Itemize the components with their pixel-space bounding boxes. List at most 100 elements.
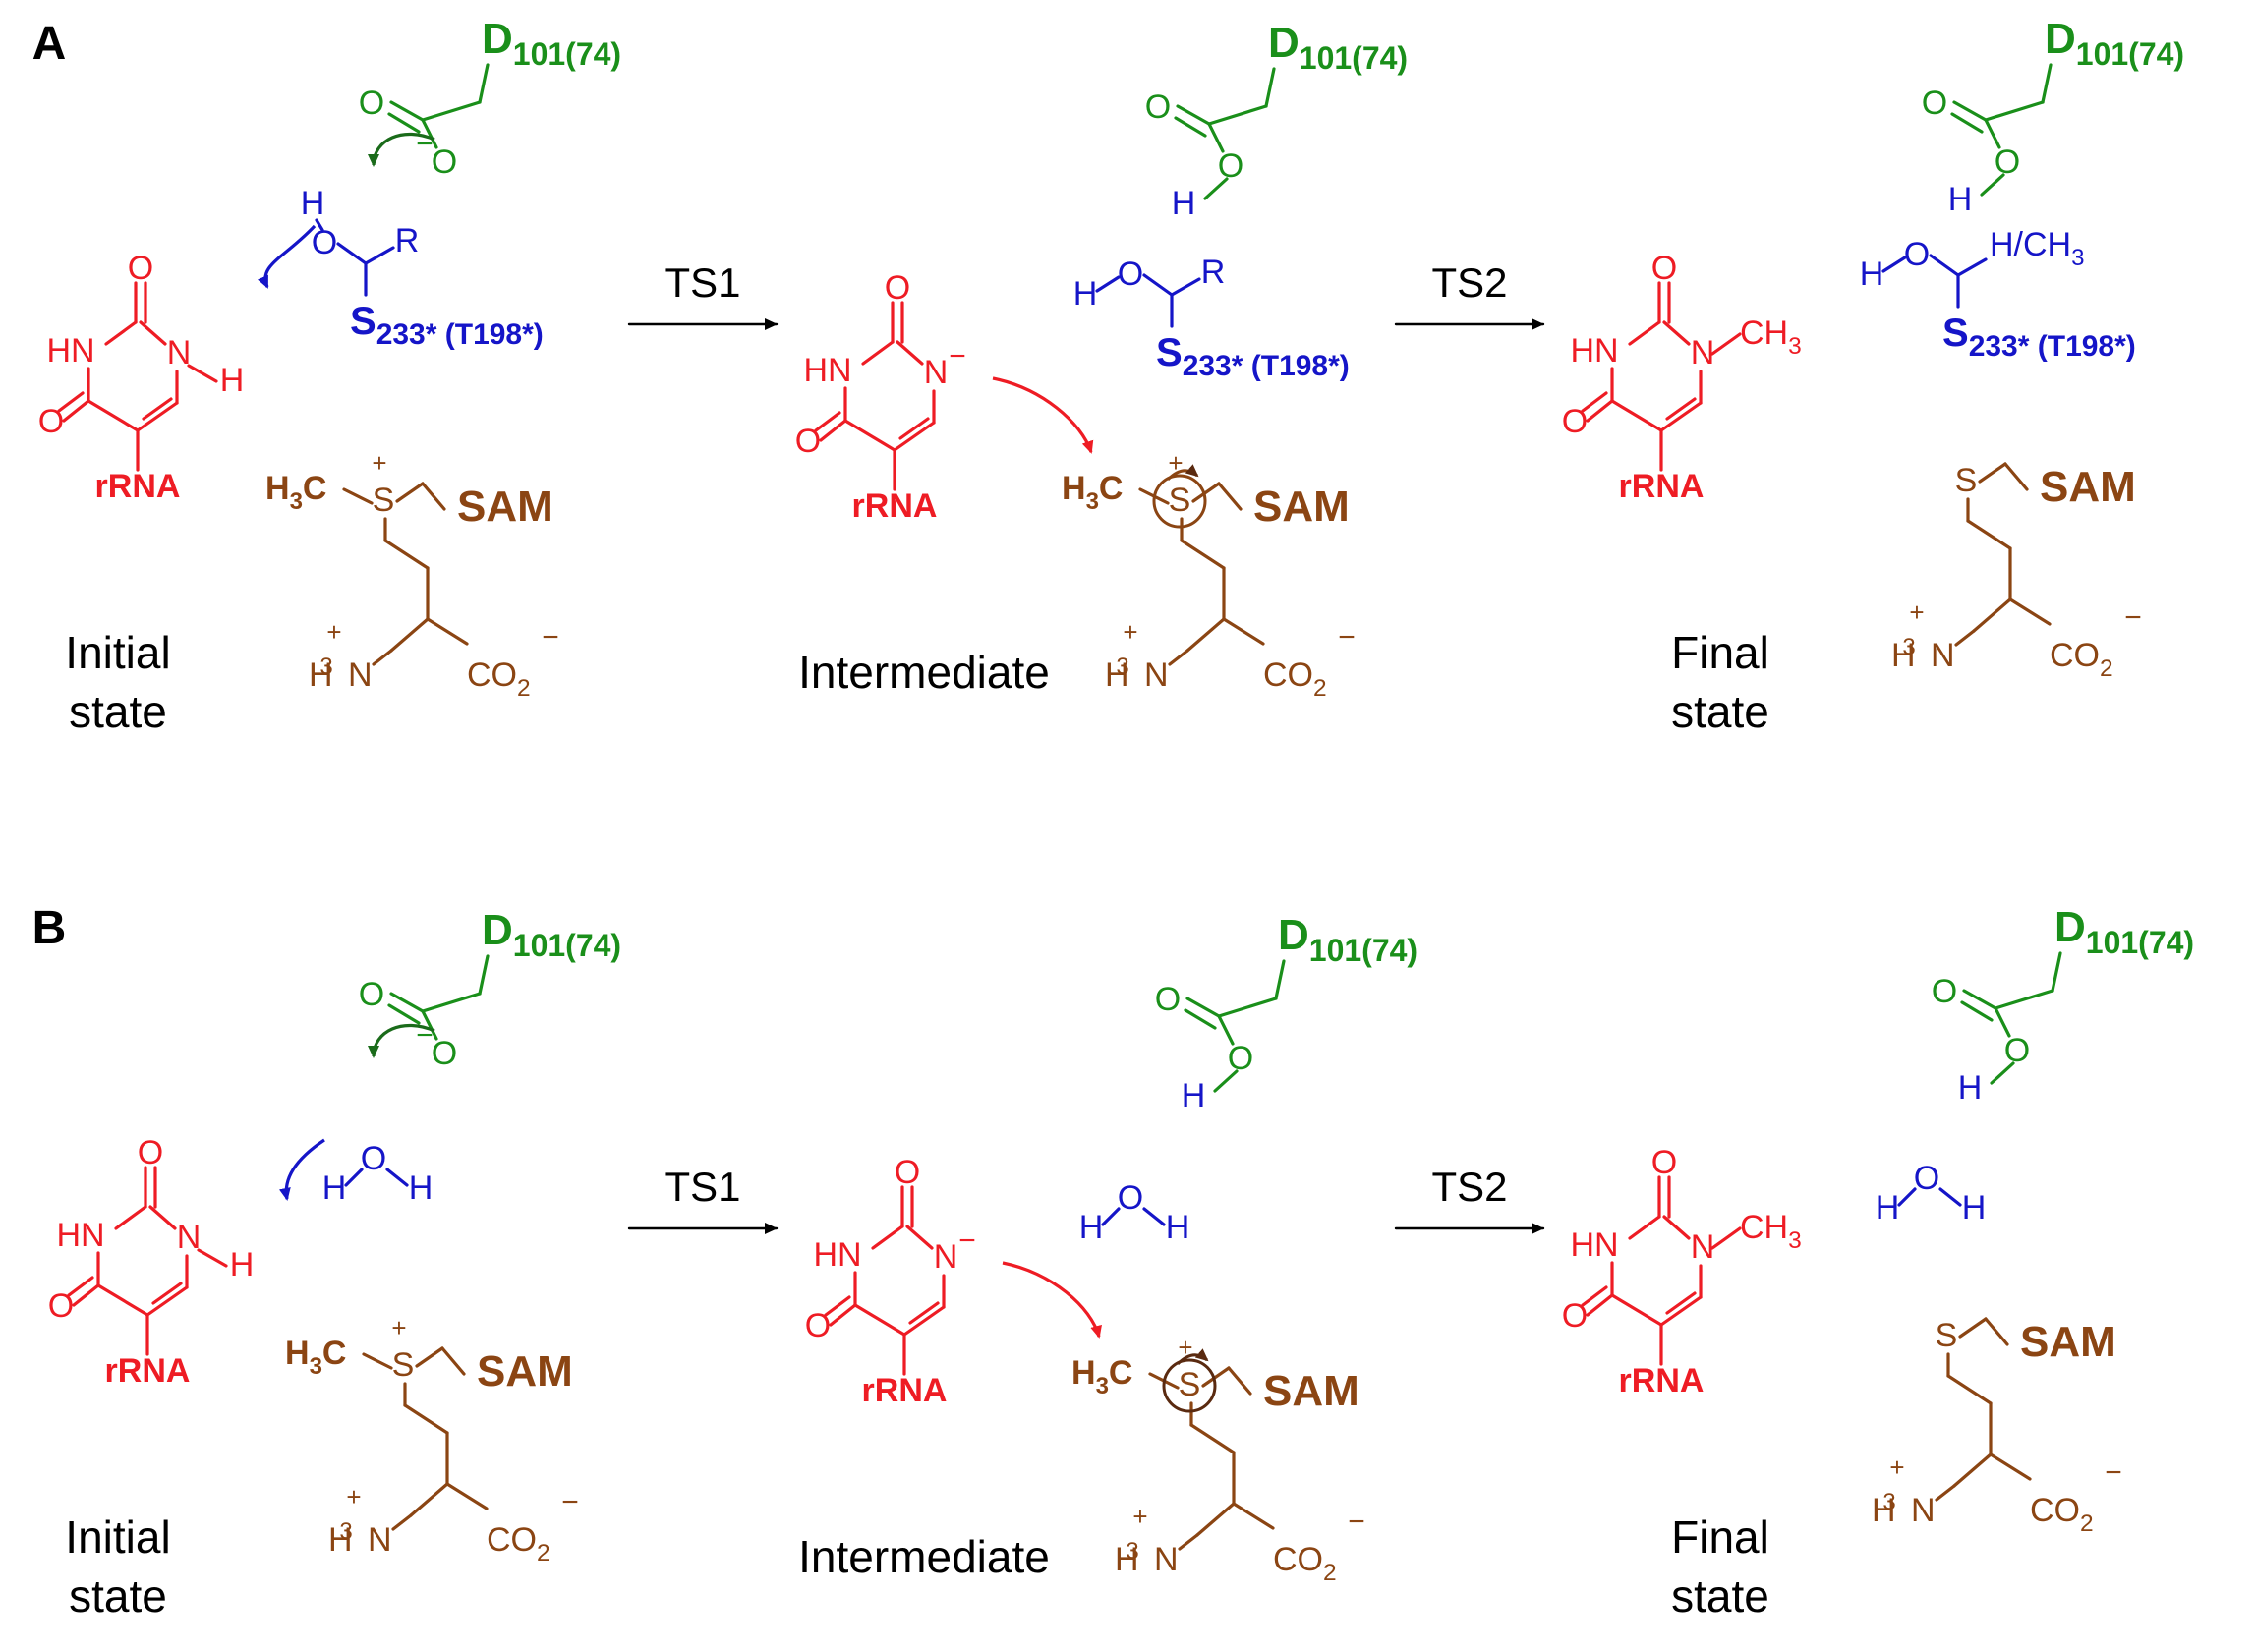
atom-label: − xyxy=(561,1486,579,1518)
atom-label: O xyxy=(1155,981,1181,1018)
bond xyxy=(1929,254,1960,277)
aspartate-b-inter: D101(74)OOH xyxy=(1155,911,1417,1114)
sulfur-atom: S xyxy=(392,1346,415,1384)
atom-label: O xyxy=(1228,1040,1253,1077)
proton-transfer-arrow xyxy=(257,224,317,289)
carbonyl-bond xyxy=(1960,1000,1994,1022)
label-subscript: 2 xyxy=(2080,1510,2094,1537)
sam-label: SAM xyxy=(1263,1367,1359,1415)
bond xyxy=(383,539,430,570)
atom-label: O xyxy=(128,250,153,287)
atom-label: O xyxy=(1651,250,1677,287)
bond xyxy=(1178,1533,1199,1551)
atom-label: N xyxy=(1691,1228,1715,1266)
bond xyxy=(440,1346,466,1376)
intermediate-label: Intermediate xyxy=(798,647,1050,698)
bond xyxy=(1984,1317,2009,1346)
bond xyxy=(1207,122,1225,153)
bond xyxy=(1994,989,2054,1010)
bond xyxy=(395,482,425,503)
residue-d-label: D101(74) xyxy=(482,906,621,963)
double-bond xyxy=(142,397,173,421)
methyl-transfer-arrow xyxy=(1002,1261,1102,1339)
atom-label: H xyxy=(1073,275,1098,313)
bond xyxy=(1881,256,1907,273)
carbonyl-bond xyxy=(1184,1008,1217,1030)
atom-label: O xyxy=(38,403,64,440)
atom-label: − xyxy=(1338,621,1356,654)
methyl-label: CH3 xyxy=(1740,1209,1802,1254)
bond xyxy=(902,1305,946,1337)
bond xyxy=(145,1285,189,1317)
atom-label: HN xyxy=(46,332,94,370)
atom-label: H xyxy=(1860,256,1884,293)
carboxylate-label: CO2 xyxy=(2050,637,2113,682)
bond xyxy=(187,364,218,383)
carboxylate-label: CO2 xyxy=(2030,1492,2094,1537)
sulfur-atom: S xyxy=(1169,482,1191,519)
bond xyxy=(478,954,490,996)
carbonyl-bond xyxy=(1176,104,1211,126)
final-state-label: Final xyxy=(1671,627,1769,678)
sulfur-atom: S xyxy=(1955,462,1978,499)
rrna-label: rRNA xyxy=(95,468,181,505)
bond xyxy=(1222,617,1265,646)
bond xyxy=(1628,1215,1661,1240)
double-bond xyxy=(151,1282,183,1305)
atom-label: − xyxy=(542,621,559,654)
sulfur-atom: S xyxy=(1179,1366,1201,1403)
label-subscript: 2 xyxy=(537,1540,550,1567)
methyl-h3c: H3C xyxy=(1062,470,1123,515)
atom-label: 3 xyxy=(1882,1489,1895,1515)
bond xyxy=(415,1346,444,1368)
sulfur-circle xyxy=(1152,474,1207,529)
bond xyxy=(893,421,936,452)
residue-s-label: S233* (T198*) xyxy=(350,300,544,351)
atom-label: 3 xyxy=(319,654,332,680)
aspartate-a-inter: D101(74)OOH xyxy=(1145,19,1408,222)
bond xyxy=(1989,1453,2032,1481)
atom-label: O xyxy=(1904,236,1930,273)
atom-label: H xyxy=(220,362,245,399)
charge-plus: + xyxy=(372,448,386,478)
atom-label: N xyxy=(348,656,373,694)
bond xyxy=(114,1205,147,1230)
initial-state-label-line2: state xyxy=(69,686,167,737)
bond xyxy=(1191,482,1221,503)
proton-transfer-arrow xyxy=(368,132,435,167)
residue-s-label: S233* (T198*) xyxy=(1156,331,1350,382)
rrna-label: rRNA xyxy=(105,1352,191,1390)
atom-label: N xyxy=(934,1238,958,1276)
methyl-transfer-arrow xyxy=(992,376,1094,454)
electron-arrow xyxy=(1166,464,1199,482)
atom-label: H xyxy=(1166,1209,1190,1246)
aspartate-a-final: D101(74)OOH xyxy=(1922,15,2184,218)
bond xyxy=(391,1513,413,1531)
methyl-h3c: H3C xyxy=(1071,1354,1132,1399)
bond xyxy=(2008,598,2052,626)
panel-letter-a: A xyxy=(32,18,67,70)
bond xyxy=(1954,629,1976,647)
final-state-label-b: Final xyxy=(1671,1511,1769,1563)
carbonyl-bond xyxy=(1581,1285,1608,1307)
bond xyxy=(1095,275,1121,293)
atom-label: O xyxy=(1118,256,1143,293)
bond xyxy=(1956,257,1988,277)
atom-label: O xyxy=(1922,85,1947,122)
atom-label: O xyxy=(1562,1297,1588,1335)
r-group: R xyxy=(395,222,420,259)
charge-plus: + xyxy=(391,1313,406,1342)
bond xyxy=(1897,1187,1917,1207)
